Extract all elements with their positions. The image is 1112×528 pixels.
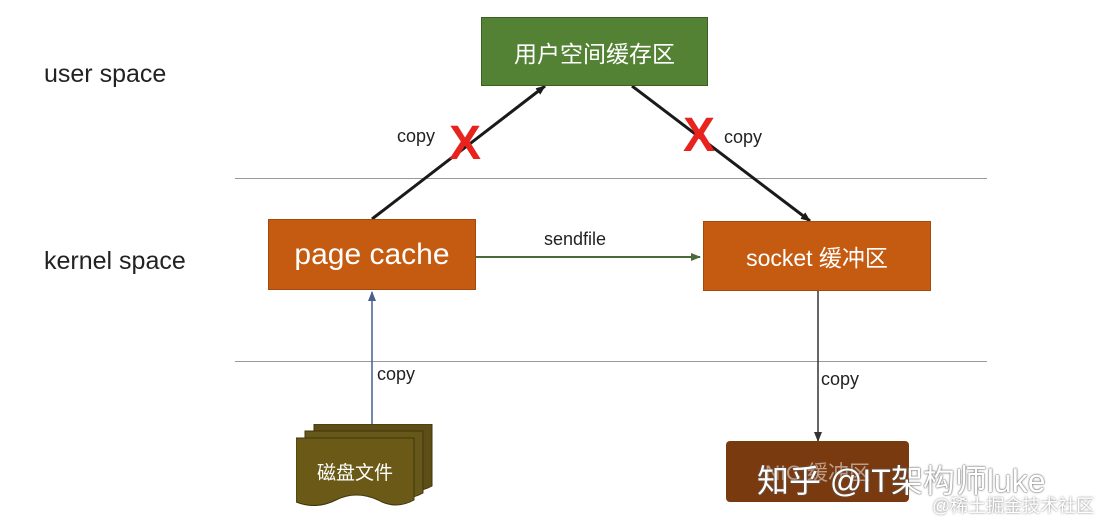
arrow-userbuffer-to-socket [631, 84, 811, 223]
user-buffer-label: 用户空间缓存区 [514, 40, 675, 67]
page-cache-label: page cache [294, 237, 450, 271]
sendfile-label: sendfile [544, 229, 607, 249]
disk-file-stack: 磁盘文件 [296, 424, 436, 506]
user-kernel-divider [235, 178, 987, 179]
kernel-hardware-divider [235, 361, 987, 362]
copy-label-disk: copy [377, 364, 416, 384]
copy-label-up: copy [397, 126, 436, 146]
nic-buffer-label: NIC 缓冲区 [765, 461, 870, 485]
disk-file-label: 磁盘文件 [316, 463, 393, 484]
socket-buffer-box: socket 缓冲区 [703, 221, 931, 291]
user-buffer-box: 用户空间缓存区 [481, 17, 708, 86]
page-cache-box: page cache [268, 219, 476, 290]
cross-mark-left: X [449, 117, 482, 170]
zhihu-watermark: 知乎 @IT架构师luke [757, 463, 1046, 499]
socket-buffer-label: socket 缓冲区 [746, 245, 888, 271]
cross-mark-right: X [683, 109, 716, 162]
user-space-label: user space [44, 60, 167, 88]
document-stack-icon [296, 424, 433, 506]
copy-label-down-right: copy [724, 127, 763, 147]
copy-label-nic: copy [821, 369, 860, 389]
nic-buffer-box: NIC 缓冲区 [726, 441, 909, 502]
juejin-watermark: @稀土掘金技术社区 [932, 496, 1095, 516]
arrow-pagecache-to-userbuffer [371, 84, 546, 221]
kernel-space-label: kernel space [44, 247, 186, 275]
